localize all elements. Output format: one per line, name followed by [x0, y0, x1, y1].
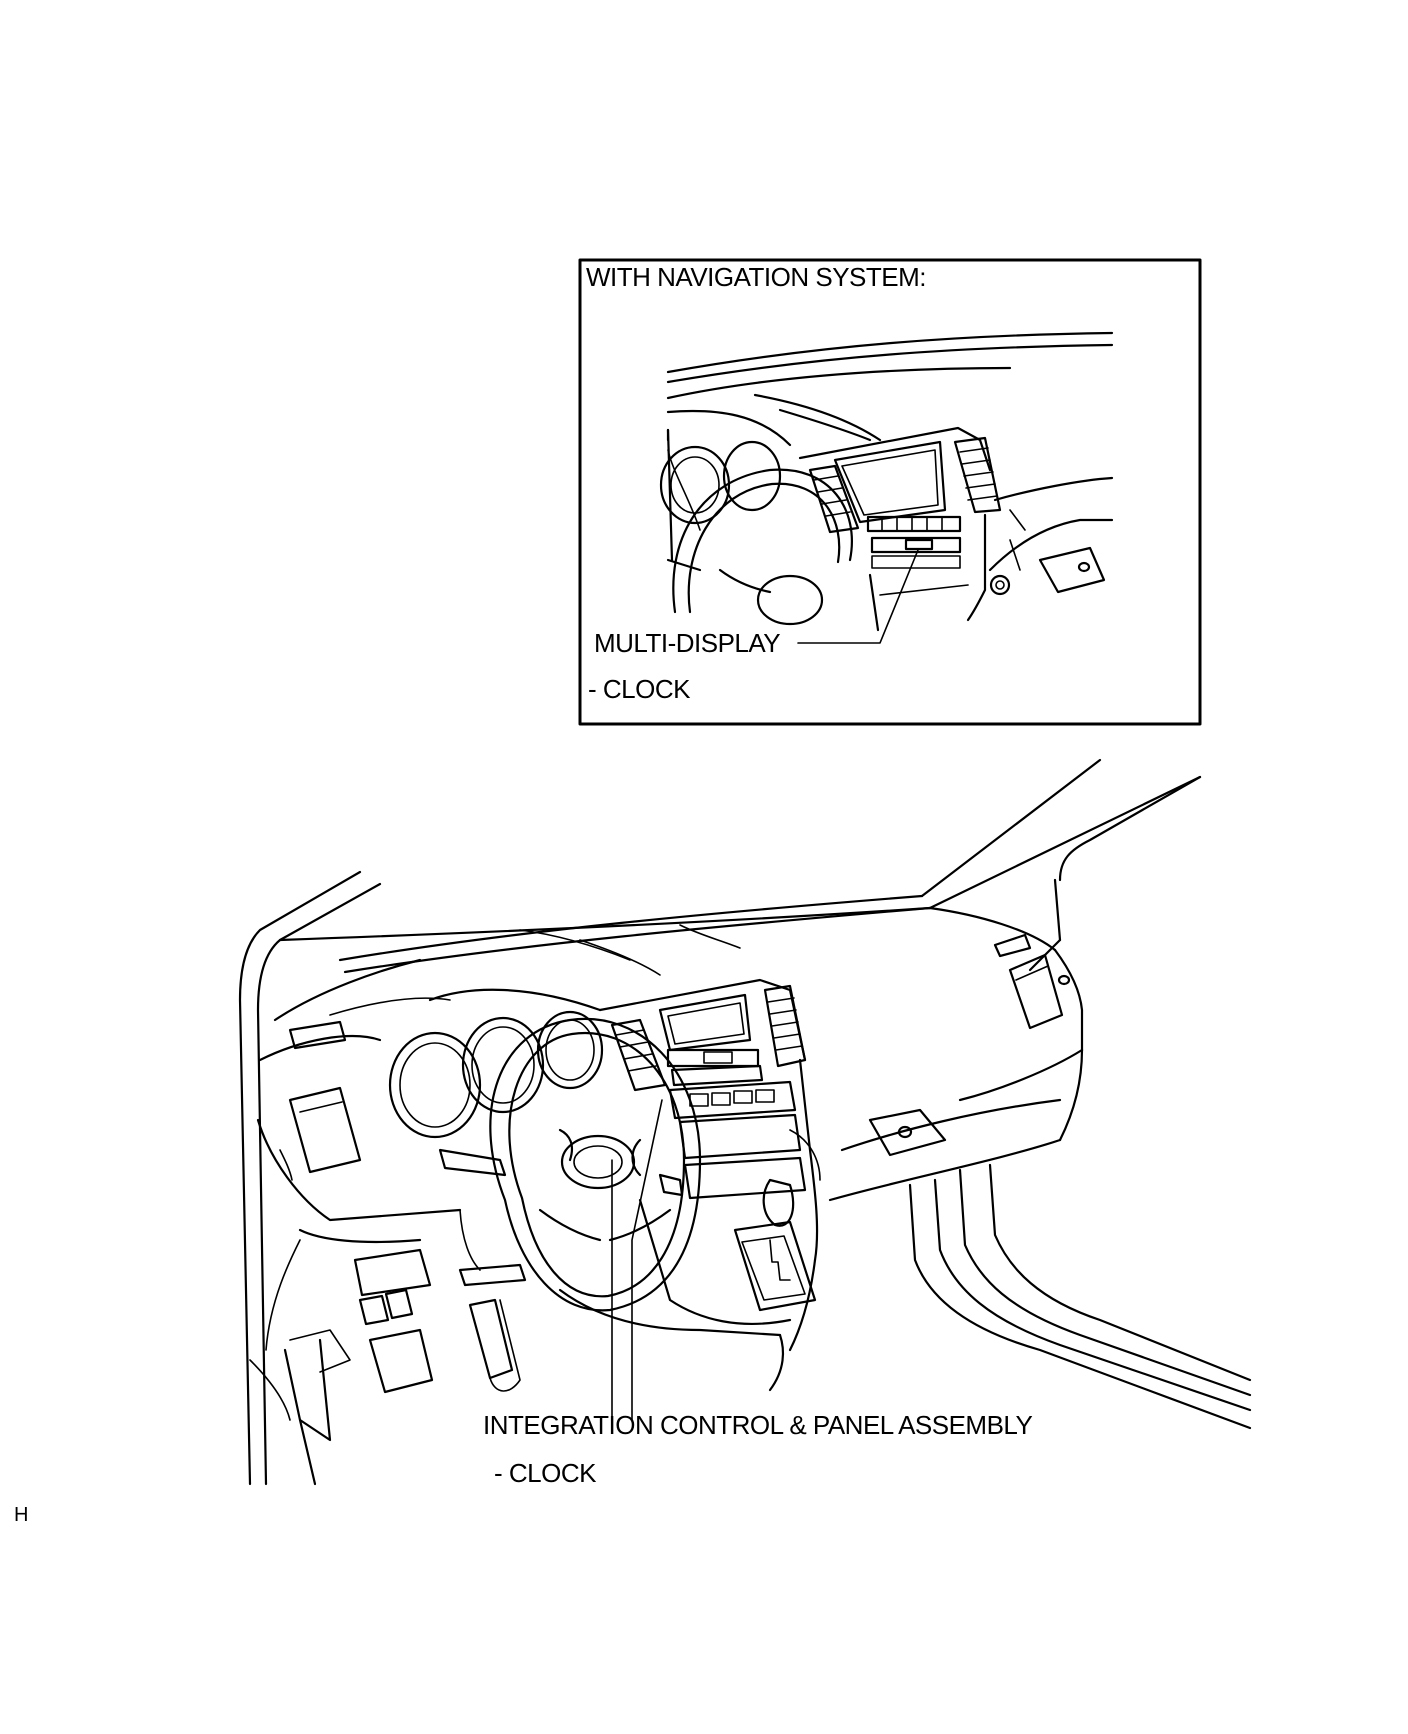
inset-clock-label: - CLOCK — [588, 674, 690, 704]
main-dashboard-drawing — [238, 758, 1252, 1486]
integration-panel-clock — [703, 1051, 733, 1064]
integration-panel-row — [666, 1048, 760, 1068]
inset-title: WITH NAVIGATION SYSTEM: — [586, 262, 927, 292]
inset-leader-line — [797, 549, 919, 644]
integration-clock-label: - CLOCK — [494, 1458, 596, 1488]
inset-dashboard-drawing — [659, 331, 1114, 632]
inset-multi-display-clock — [904, 538, 934, 551]
inset-frame — [578, 258, 1202, 726]
inset-multi-display-label: MULTI-DISPLAY — [594, 628, 781, 658]
inset-box — [578, 258, 1202, 726]
main-leader-line — [611, 1099, 663, 1421]
corner-code: H — [14, 1504, 28, 1526]
integration-control-label: INTEGRATION CONTROL & PANEL ASSEMBLY — [483, 1410, 1033, 1440]
